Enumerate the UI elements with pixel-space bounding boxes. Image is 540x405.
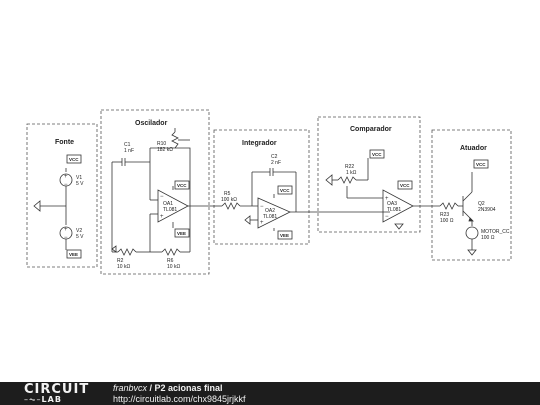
r5-value: 100 kΩ bbox=[221, 197, 237, 203]
oscilador-ground-icon bbox=[111, 245, 117, 253]
svg-text:+: + bbox=[260, 220, 264, 226]
q2-vcc-label bbox=[473, 159, 489, 169]
oa3-vcc-label bbox=[397, 180, 413, 190]
svg-text:+: + bbox=[385, 196, 389, 202]
title-separator: / bbox=[147, 383, 155, 393]
project-name[interactable]: P2 acionas final bbox=[154, 383, 223, 393]
c2-value: 2 nF bbox=[271, 160, 281, 166]
r10-name: R10 bbox=[157, 141, 166, 147]
fonte-vcc-text: VCC bbox=[69, 157, 79, 162]
r22-value: 1 kΩ bbox=[346, 170, 357, 176]
oa1-name: OA1 bbox=[163, 201, 173, 207]
fonte-vee-text: VEE bbox=[69, 252, 78, 257]
r23-resistor bbox=[439, 202, 459, 210]
r6-name: R6 bbox=[167, 258, 174, 264]
svg-text:−: − bbox=[260, 204, 264, 210]
atuador-ground-icon bbox=[467, 249, 477, 256]
project-author[interactable]: franbvcx bbox=[113, 383, 148, 393]
svg-text:−: − bbox=[385, 214, 389, 220]
vcc-rail-label bbox=[66, 154, 82, 164]
oscilador-block bbox=[100, 109, 210, 275]
r6-value: 10 kΩ bbox=[167, 264, 180, 270]
oa1-part: TL081 bbox=[163, 207, 177, 213]
atuador-block bbox=[431, 129, 512, 261]
project-url[interactable]: http://circuitlab.com/chx9845jrjkkf bbox=[113, 394, 246, 404]
oa2-vee-text: VEE bbox=[280, 233, 289, 238]
oa3-opamp bbox=[382, 189, 414, 223]
oa1-opamp bbox=[157, 189, 189, 223]
atuador-title: Atuador bbox=[460, 145, 487, 152]
oa1-vee-text: VEE bbox=[177, 231, 186, 236]
circuitlab-logo-top: CIRCUIT bbox=[24, 382, 90, 397]
fonte-block bbox=[26, 123, 98, 268]
fonte-title: Fonte bbox=[55, 139, 74, 146]
project-title: franbvcx / P2 acionas final bbox=[113, 383, 223, 393]
footer-bar: CIRCUIT –⏦–LAB franbvcx / P2 acionas fin… bbox=[0, 382, 540, 405]
r5-name: R5 bbox=[224, 191, 231, 197]
v1-value: 5 V bbox=[76, 181, 84, 187]
svg-text:+: + bbox=[160, 214, 164, 220]
oa2-opamp bbox=[257, 197, 291, 229]
circuitlab-logo-lab: LAB bbox=[41, 395, 62, 404]
oa2-vcc-label bbox=[277, 185, 293, 195]
q2-part: 2N3904 bbox=[478, 207, 496, 213]
q2-vcc-text: VCC bbox=[476, 162, 486, 167]
motor-name: MOTOR_CC bbox=[481, 229, 510, 235]
oa2-part: TL081 bbox=[263, 214, 277, 220]
q2-name: Q2 bbox=[478, 201, 485, 207]
comparador-ground-icon bbox=[325, 174, 333, 186]
vee-rail-label bbox=[66, 249, 82, 259]
fonte-ground-icon bbox=[33, 200, 41, 212]
oa2-vee-label bbox=[277, 230, 293, 240]
motor-value: 100 Ω bbox=[481, 235, 495, 241]
circuitlab-logo-bottom: –⏦–LAB bbox=[24, 395, 62, 404]
oa3-vee-icon bbox=[394, 223, 404, 230]
integrador-ground-icon bbox=[244, 215, 251, 225]
motor-cc bbox=[465, 226, 479, 240]
oa3-name: OA3 bbox=[387, 201, 397, 207]
oa1-vee-label bbox=[174, 228, 190, 238]
svg-text:−: − bbox=[64, 235, 68, 241]
r2-resistor bbox=[117, 248, 137, 256]
r22-potentiometer bbox=[337, 176, 357, 184]
r22-vcc-label bbox=[369, 149, 385, 159]
integrador-block bbox=[213, 129, 310, 245]
r2-name: R2 bbox=[117, 258, 124, 264]
schematic-diagram: Fonte Oscilador Integrador Comparador At… bbox=[26, 109, 512, 275]
oa2-name: OA2 bbox=[265, 208, 275, 214]
oa3-part: TL081 bbox=[387, 207, 401, 213]
c2-name: C2 bbox=[271, 154, 278, 160]
v2-value: 5 V bbox=[76, 234, 84, 240]
r23-name: R23 bbox=[440, 212, 449, 218]
r2-value: 10 kΩ bbox=[117, 264, 130, 270]
svg-text:+: + bbox=[64, 227, 68, 233]
comparador-title: Comparador bbox=[350, 126, 392, 133]
v2-name: V2 bbox=[76, 228, 82, 234]
r22-vcc-text: VCC bbox=[372, 152, 382, 157]
oscilador-title: Oscilador bbox=[135, 120, 168, 127]
r5-resistor bbox=[221, 202, 241, 210]
resistor-icon: –⏦– bbox=[24, 395, 42, 404]
oa1-vcc-text: VCC bbox=[177, 183, 187, 188]
r10-potentiometer bbox=[171, 131, 179, 149]
v1-name: V1 bbox=[76, 175, 82, 181]
oa1-vcc-label bbox=[174, 180, 190, 190]
r10-value: 182 kΩ bbox=[157, 147, 173, 153]
r6-resistor bbox=[161, 248, 181, 256]
oa3-vcc-text: VCC bbox=[400, 183, 410, 188]
r22-name: R22 bbox=[345, 164, 354, 170]
svg-text:+: + bbox=[64, 174, 68, 180]
c1-name: C1 bbox=[124, 142, 131, 148]
oa2-vcc-text: VCC bbox=[280, 188, 290, 193]
integrador-title: Integrador bbox=[242, 140, 277, 147]
comparador-block bbox=[317, 116, 421, 233]
svg-text:−: − bbox=[160, 194, 164, 200]
c1-value: 1 nF bbox=[124, 148, 134, 154]
svg-text:−: − bbox=[64, 182, 68, 188]
r23-value: 100 Ω bbox=[440, 218, 454, 224]
